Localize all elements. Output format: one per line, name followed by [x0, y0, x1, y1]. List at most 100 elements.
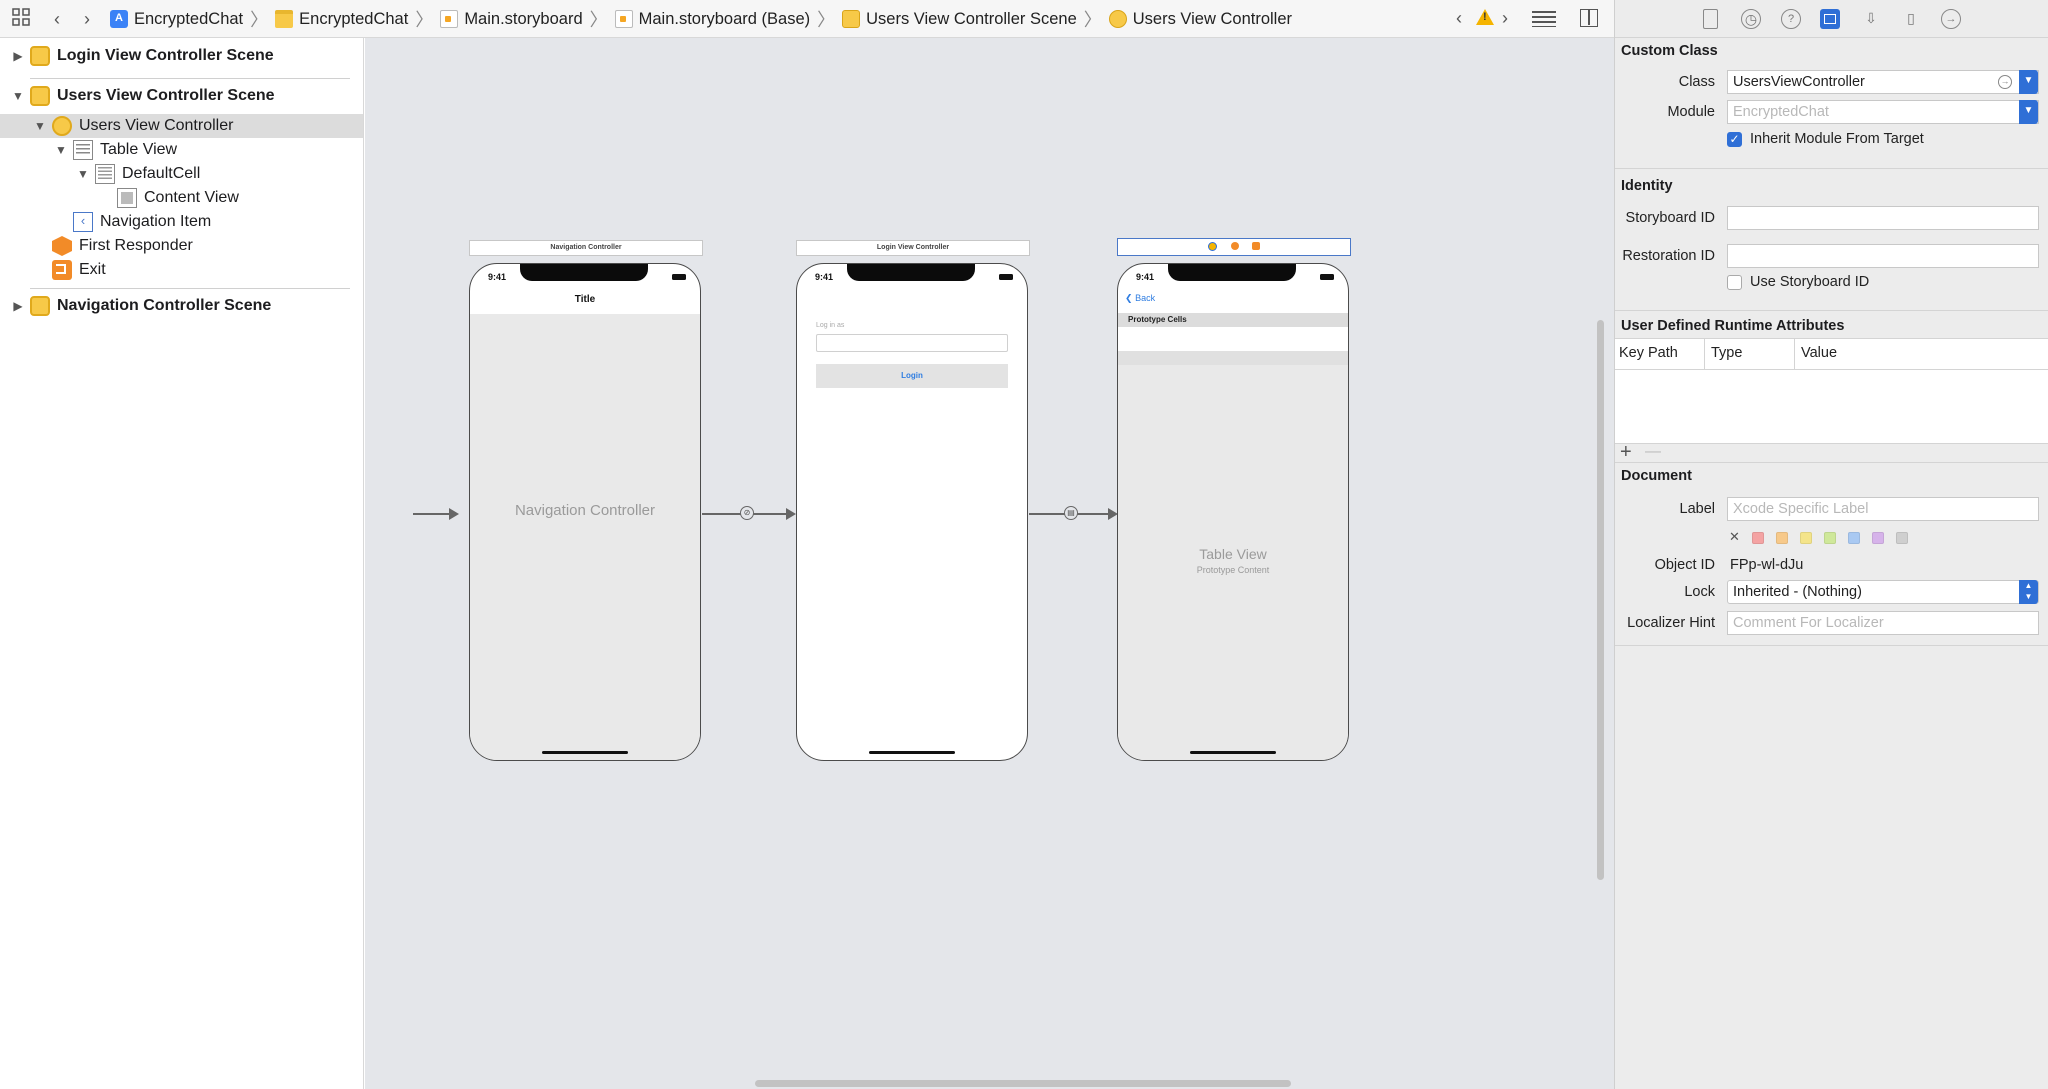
relationship-segue-icon[interactable]: ⊘: [740, 506, 754, 520]
previous-issue-chevron-icon[interactable]: ‹: [1456, 8, 1462, 28]
outline-item-default-cell[interactable]: ▼ DefaultCell: [77, 162, 200, 186]
storyboard-id-field[interactable]: [1727, 206, 2039, 230]
next-issue-chevron-icon[interactable]: ›: [1502, 8, 1508, 28]
remove-attribute-button[interactable]: —: [1645, 443, 1661, 460]
home-indicator: [869, 751, 955, 754]
column-header-key-path[interactable]: Key Path: [1619, 345, 1678, 361]
breadcrumb-item-folder[interactable]: EncryptedChat: [275, 10, 408, 29]
outline-item-table-view[interactable]: ▼ Table View: [55, 138, 177, 162]
disclosure-expanded-icon[interactable]: ▼: [55, 143, 67, 157]
outline-item-label: DefaultCell: [122, 165, 201, 182]
scene-dock-navigation-controller[interactable]: Navigation Controller: [469, 240, 703, 256]
login-view-controller-frame[interactable]: 9:41 Log in as Login: [796, 263, 1028, 761]
entry-point-arrow-line: [413, 513, 453, 515]
editor-options-lines-icon[interactable]: [1532, 11, 1556, 27]
outline-item-users-scene[interactable]: ▼ Users View Controller Scene: [12, 84, 275, 108]
storyboard-canvas[interactable]: Navigation Controller 9:41 Title Navigat…: [365, 38, 1614, 1089]
navigate-arrow-icon[interactable]: →: [1998, 75, 2012, 89]
scene-dock-users-view-controller[interactable]: [1117, 238, 1351, 256]
attributes-inspector-tab-icon[interactable]: ⇩: [1865, 10, 1877, 26]
label-color-swatch[interactable]: [1752, 532, 1764, 544]
breadcrumb-item-storyboard[interactable]: Main.storyboard: [440, 10, 583, 29]
module-dropdown-chevron-icon[interactable]: ▼: [2019, 100, 2038, 124]
outline-item-exit[interactable]: Exit: [52, 258, 106, 282]
label-color-swatch[interactable]: [1776, 532, 1788, 544]
exit-dock-icon[interactable]: [1252, 242, 1261, 250]
related-items-grid-icon[interactable]: [10, 8, 32, 30]
exit-icon: [52, 260, 72, 280]
scene-icon: [30, 46, 50, 66]
outline-item-navigation-scene[interactable]: ▶ Navigation Controller Scene: [12, 294, 271, 318]
login-text-field[interactable]: [816, 334, 1008, 352]
breadcrumb-item-view-controller[interactable]: Users View Controller: [1108, 9, 1292, 29]
view-controller-dock-icon[interactable]: [1207, 242, 1217, 251]
module-combobox[interactable]: EncryptedChat ▼: [1727, 100, 2039, 124]
connections-inspector-tab-icon[interactable]: →: [1941, 9, 1961, 29]
column-separator: [1794, 339, 1795, 369]
disclosure-collapsed-icon[interactable]: ▶: [13, 49, 23, 63]
section-divider: [1615, 168, 2048, 169]
file-inspector-tab-icon[interactable]: [1703, 9, 1718, 29]
prototype-cell[interactable]: [1118, 327, 1348, 351]
history-inspector-tab-icon[interactable]: ◷: [1741, 9, 1761, 29]
breadcrumb-item-scene[interactable]: Users View Controller Scene: [842, 10, 1077, 29]
back-chevron-icon[interactable]: ‹: [54, 9, 60, 29]
breadcrumb-item-project[interactable]: EncryptedChat: [110, 10, 243, 29]
users-view-controller-frame[interactable]: 9:41 ❮ Back Prototype Cells Table View P…: [1117, 263, 1349, 761]
quick-help-tab-icon[interactable]: ?: [1781, 9, 1801, 29]
localizer-hint-field[interactable]: Comment For Localizer: [1727, 611, 2039, 635]
outline-item-login-scene[interactable]: ▶ Login View Controller Scene: [12, 44, 274, 68]
breadcrumb-separator-icon: 〉: [817, 10, 836, 30]
runtime-attributes-table[interactable]: Key Path Type Value: [1615, 338, 2048, 444]
outline-item-first-responder[interactable]: First Responder: [52, 234, 193, 258]
warning-icon[interactable]: [1476, 9, 1494, 25]
document-section-title: Document: [1621, 468, 1692, 484]
show-segue-icon[interactable]: ▤: [1064, 506, 1078, 520]
identity-inspector-tab-icon[interactable]: [1820, 9, 1840, 29]
label-color-swatch[interactable]: [1800, 532, 1812, 544]
clear-label-color-icon[interactable]: ✕: [1729, 529, 1740, 544]
horizontal-scrollbar[interactable]: [755, 1080, 1291, 1087]
add-attribute-button[interactable]: +: [1620, 441, 1632, 463]
navigation-item-icon: ‹: [73, 212, 93, 232]
vertical-scrollbar[interactable]: [1597, 320, 1604, 880]
class-combobox[interactable]: UsersViewController → ▼: [1727, 70, 2039, 94]
device-notch: [520, 264, 648, 281]
storyboard-icon: [440, 10, 459, 28]
outline-item-content-view[interactable]: Content View: [117, 186, 239, 210]
label-color-swatch[interactable]: [1872, 532, 1884, 544]
scene-icon: [842, 10, 861, 28]
lock-popup[interactable]: Inherited - (Nothing) ▲▼: [1727, 580, 2039, 604]
restoration-id-field[interactable]: [1727, 244, 2039, 268]
breadcrumb-item-storyboard-base[interactable]: Main.storyboard (Base): [614, 10, 810, 29]
breadcrumb-label: Users View Controller: [1132, 9, 1292, 28]
login-button[interactable]: Login: [816, 364, 1008, 388]
document-label-field[interactable]: Xcode Specific Label: [1727, 497, 2039, 521]
label-color-swatch[interactable]: [1896, 532, 1908, 544]
column-header-type[interactable]: Type: [1711, 345, 1743, 361]
first-responder-dock-icon[interactable]: [1230, 242, 1239, 250]
column-header-value[interactable]: Value: [1801, 345, 1838, 361]
split-editor-icon[interactable]: [1580, 9, 1598, 27]
outline-item-users-view-controller[interactable]: ▼ Users View Controller: [0, 114, 363, 138]
disclosure-expanded-icon[interactable]: ▼: [12, 89, 24, 103]
breadcrumb-separator-icon: 〉: [250, 10, 269, 30]
label-color-swatch[interactable]: [1824, 532, 1836, 544]
inherit-module-checkbox[interactable]: ✓: [1727, 132, 1742, 147]
disclosure-collapsed-icon[interactable]: ▶: [13, 299, 23, 313]
size-inspector-tab-icon[interactable]: ▯: [1907, 10, 1915, 26]
forward-chevron-icon[interactable]: ›: [84, 9, 90, 29]
lock-label: Lock: [1684, 584, 1715, 600]
label-color-swatch[interactable]: [1848, 532, 1860, 544]
disclosure-expanded-icon[interactable]: ▼: [77, 167, 89, 181]
lock-popup-chevron-icon[interactable]: ▲▼: [2019, 580, 2038, 604]
scene-dock-login-view-controller[interactable]: Login View Controller: [796, 240, 1030, 256]
table-view-body: [1118, 351, 1348, 760]
navigation-controller-frame[interactable]: 9:41 Title Navigation Controller: [469, 263, 701, 761]
class-dropdown-chevron-icon[interactable]: ▼: [2019, 70, 2038, 94]
back-button[interactable]: ❮ Back: [1125, 293, 1155, 304]
outline-item-navigation-item[interactable]: ‹ Navigation Item: [73, 210, 211, 234]
breadcrumb-label: EncryptedChat: [299, 9, 409, 28]
disclosure-expanded-icon[interactable]: ▼: [34, 119, 46, 133]
use-storyboard-id-checkbox[interactable]: [1727, 275, 1742, 290]
